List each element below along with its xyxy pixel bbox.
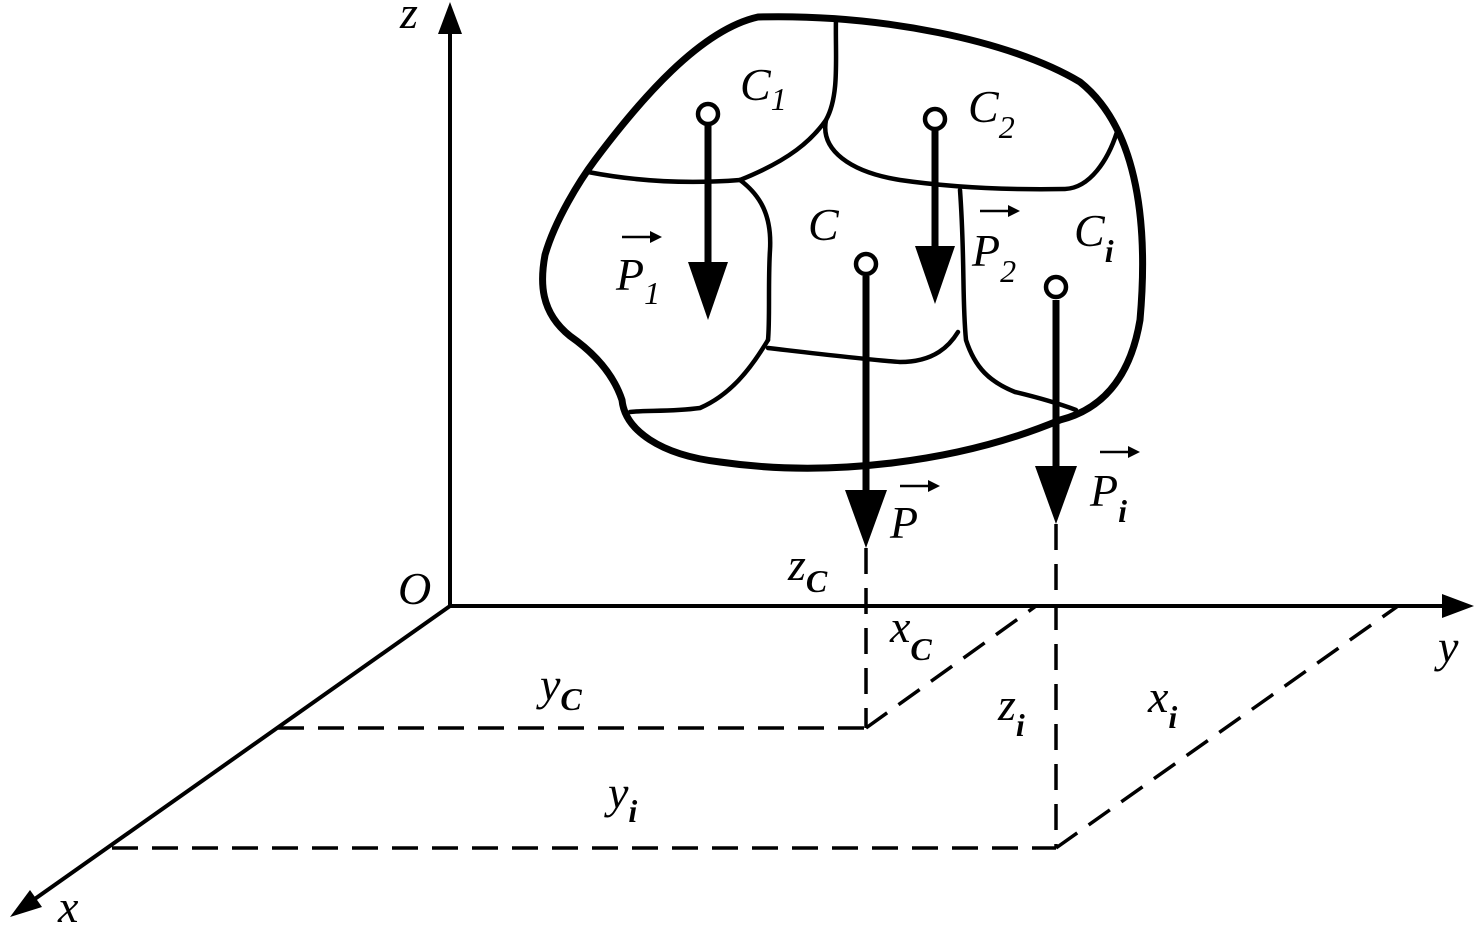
partition-line bbox=[627, 337, 771, 415]
p-overbar bbox=[900, 480, 940, 492]
p-label: P bbox=[889, 497, 918, 548]
gravity-centers bbox=[695, 101, 1069, 300]
partition-line bbox=[823, 117, 1120, 192]
pi-vector-arrowhead bbox=[1035, 466, 1077, 524]
xi-dashed-line bbox=[1054, 604, 1400, 850]
xi-label: xi bbox=[1147, 671, 1177, 735]
partition-line bbox=[765, 329, 961, 365]
partition-line bbox=[737, 177, 773, 343]
partition-line bbox=[585, 169, 743, 185]
z-axis-arrowhead bbox=[438, 2, 462, 34]
x-axis-label: x bbox=[57, 881, 79, 927]
p-vector-arrowhead bbox=[845, 490, 887, 548]
force-vectors bbox=[688, 124, 1077, 548]
yi-label: yi bbox=[604, 767, 637, 829]
partition-line bbox=[957, 187, 1079, 413]
p2-vector-arrowhead bbox=[915, 246, 955, 304]
c1-label: C1 bbox=[740, 59, 787, 117]
p1-vector-arrowhead bbox=[688, 262, 728, 320]
origin-label: O bbox=[398, 563, 431, 614]
z-axis-label: z bbox=[399, 0, 418, 38]
zc-label: zC bbox=[787, 539, 828, 599]
vector-overbars bbox=[622, 205, 1140, 492]
p1-label: P1 bbox=[615, 249, 660, 311]
coordinate-axes bbox=[10, 2, 1474, 917]
p2-label: P2 bbox=[971, 225, 1016, 289]
ci-point bbox=[1043, 274, 1069, 300]
rigid-body bbox=[539, 13, 1147, 472]
body-outline bbox=[539, 13, 1147, 472]
x-axis-arrowhead bbox=[10, 890, 42, 917]
p1-overbar bbox=[622, 231, 662, 243]
c2-point bbox=[922, 106, 948, 132]
p2-overbar bbox=[980, 205, 1020, 217]
projection-lines bbox=[112, 524, 1400, 850]
yc-label: yC bbox=[536, 659, 582, 717]
pi-label: Pi bbox=[1089, 465, 1127, 529]
c1-point bbox=[695, 101, 721, 127]
c2-label: C2 bbox=[968, 81, 1015, 145]
xc-dashed-line bbox=[864, 604, 1038, 730]
xc-label: xC bbox=[889, 601, 932, 667]
y-axis-label: y bbox=[1434, 621, 1459, 672]
ci-label: Ci bbox=[1074, 205, 1114, 269]
c-label: C bbox=[808, 199, 840, 250]
y-axis-arrowhead bbox=[1442, 594, 1474, 618]
pi-overbar bbox=[1100, 446, 1140, 458]
c-point bbox=[853, 251, 879, 277]
zi-label: zi bbox=[997, 679, 1025, 743]
x-axis bbox=[20, 604, 452, 910]
